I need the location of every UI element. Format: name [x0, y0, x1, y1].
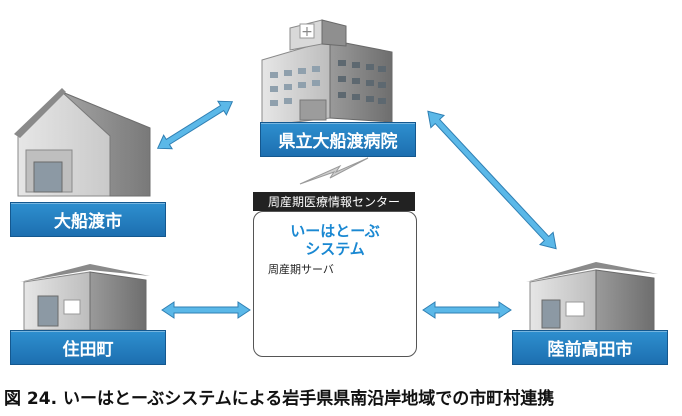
center-title: 周産期医療情報センター — [253, 192, 415, 211]
arrow-ofunato-hospital — [156, 100, 234, 150]
sumita-building-icon — [20, 264, 150, 331]
arrow-hospital-rikuzentakata — [427, 110, 557, 250]
ofunato-label: 大船渡市 — [10, 202, 166, 237]
rikuzentakata-label: 陸前高田市 — [512, 330, 668, 365]
arrow-sumita-center — [161, 301, 251, 319]
wireless-link-icon — [299, 157, 369, 185]
ofunato-building-icon — [14, 88, 151, 197]
sumita-label: 住田町 — [10, 330, 166, 365]
svg-text:+: + — [301, 24, 313, 40]
arrow-center-rikuzentakata — [422, 301, 512, 319]
system-name: いーはとーぶ システム — [254, 222, 416, 258]
server-label: 周産期サーバ — [268, 263, 334, 276]
system-box: いーはとーぶ システム 周産期サーバ — [253, 211, 417, 357]
figure-caption: 図 24. いーはとーぶシステムによる岩手県県南沿岸地域での市町村連携 — [4, 389, 555, 409]
arrows — [156, 100, 557, 319]
rikuzentakata-building-icon — [526, 262, 658, 333]
hospital-building-icon: + — [261, 19, 393, 127]
system-name-line2: システム — [305, 240, 365, 258]
system-name-line1: いーはとーぶ — [290, 222, 380, 240]
hospital-label: 県立大船渡病院 — [260, 122, 416, 157]
